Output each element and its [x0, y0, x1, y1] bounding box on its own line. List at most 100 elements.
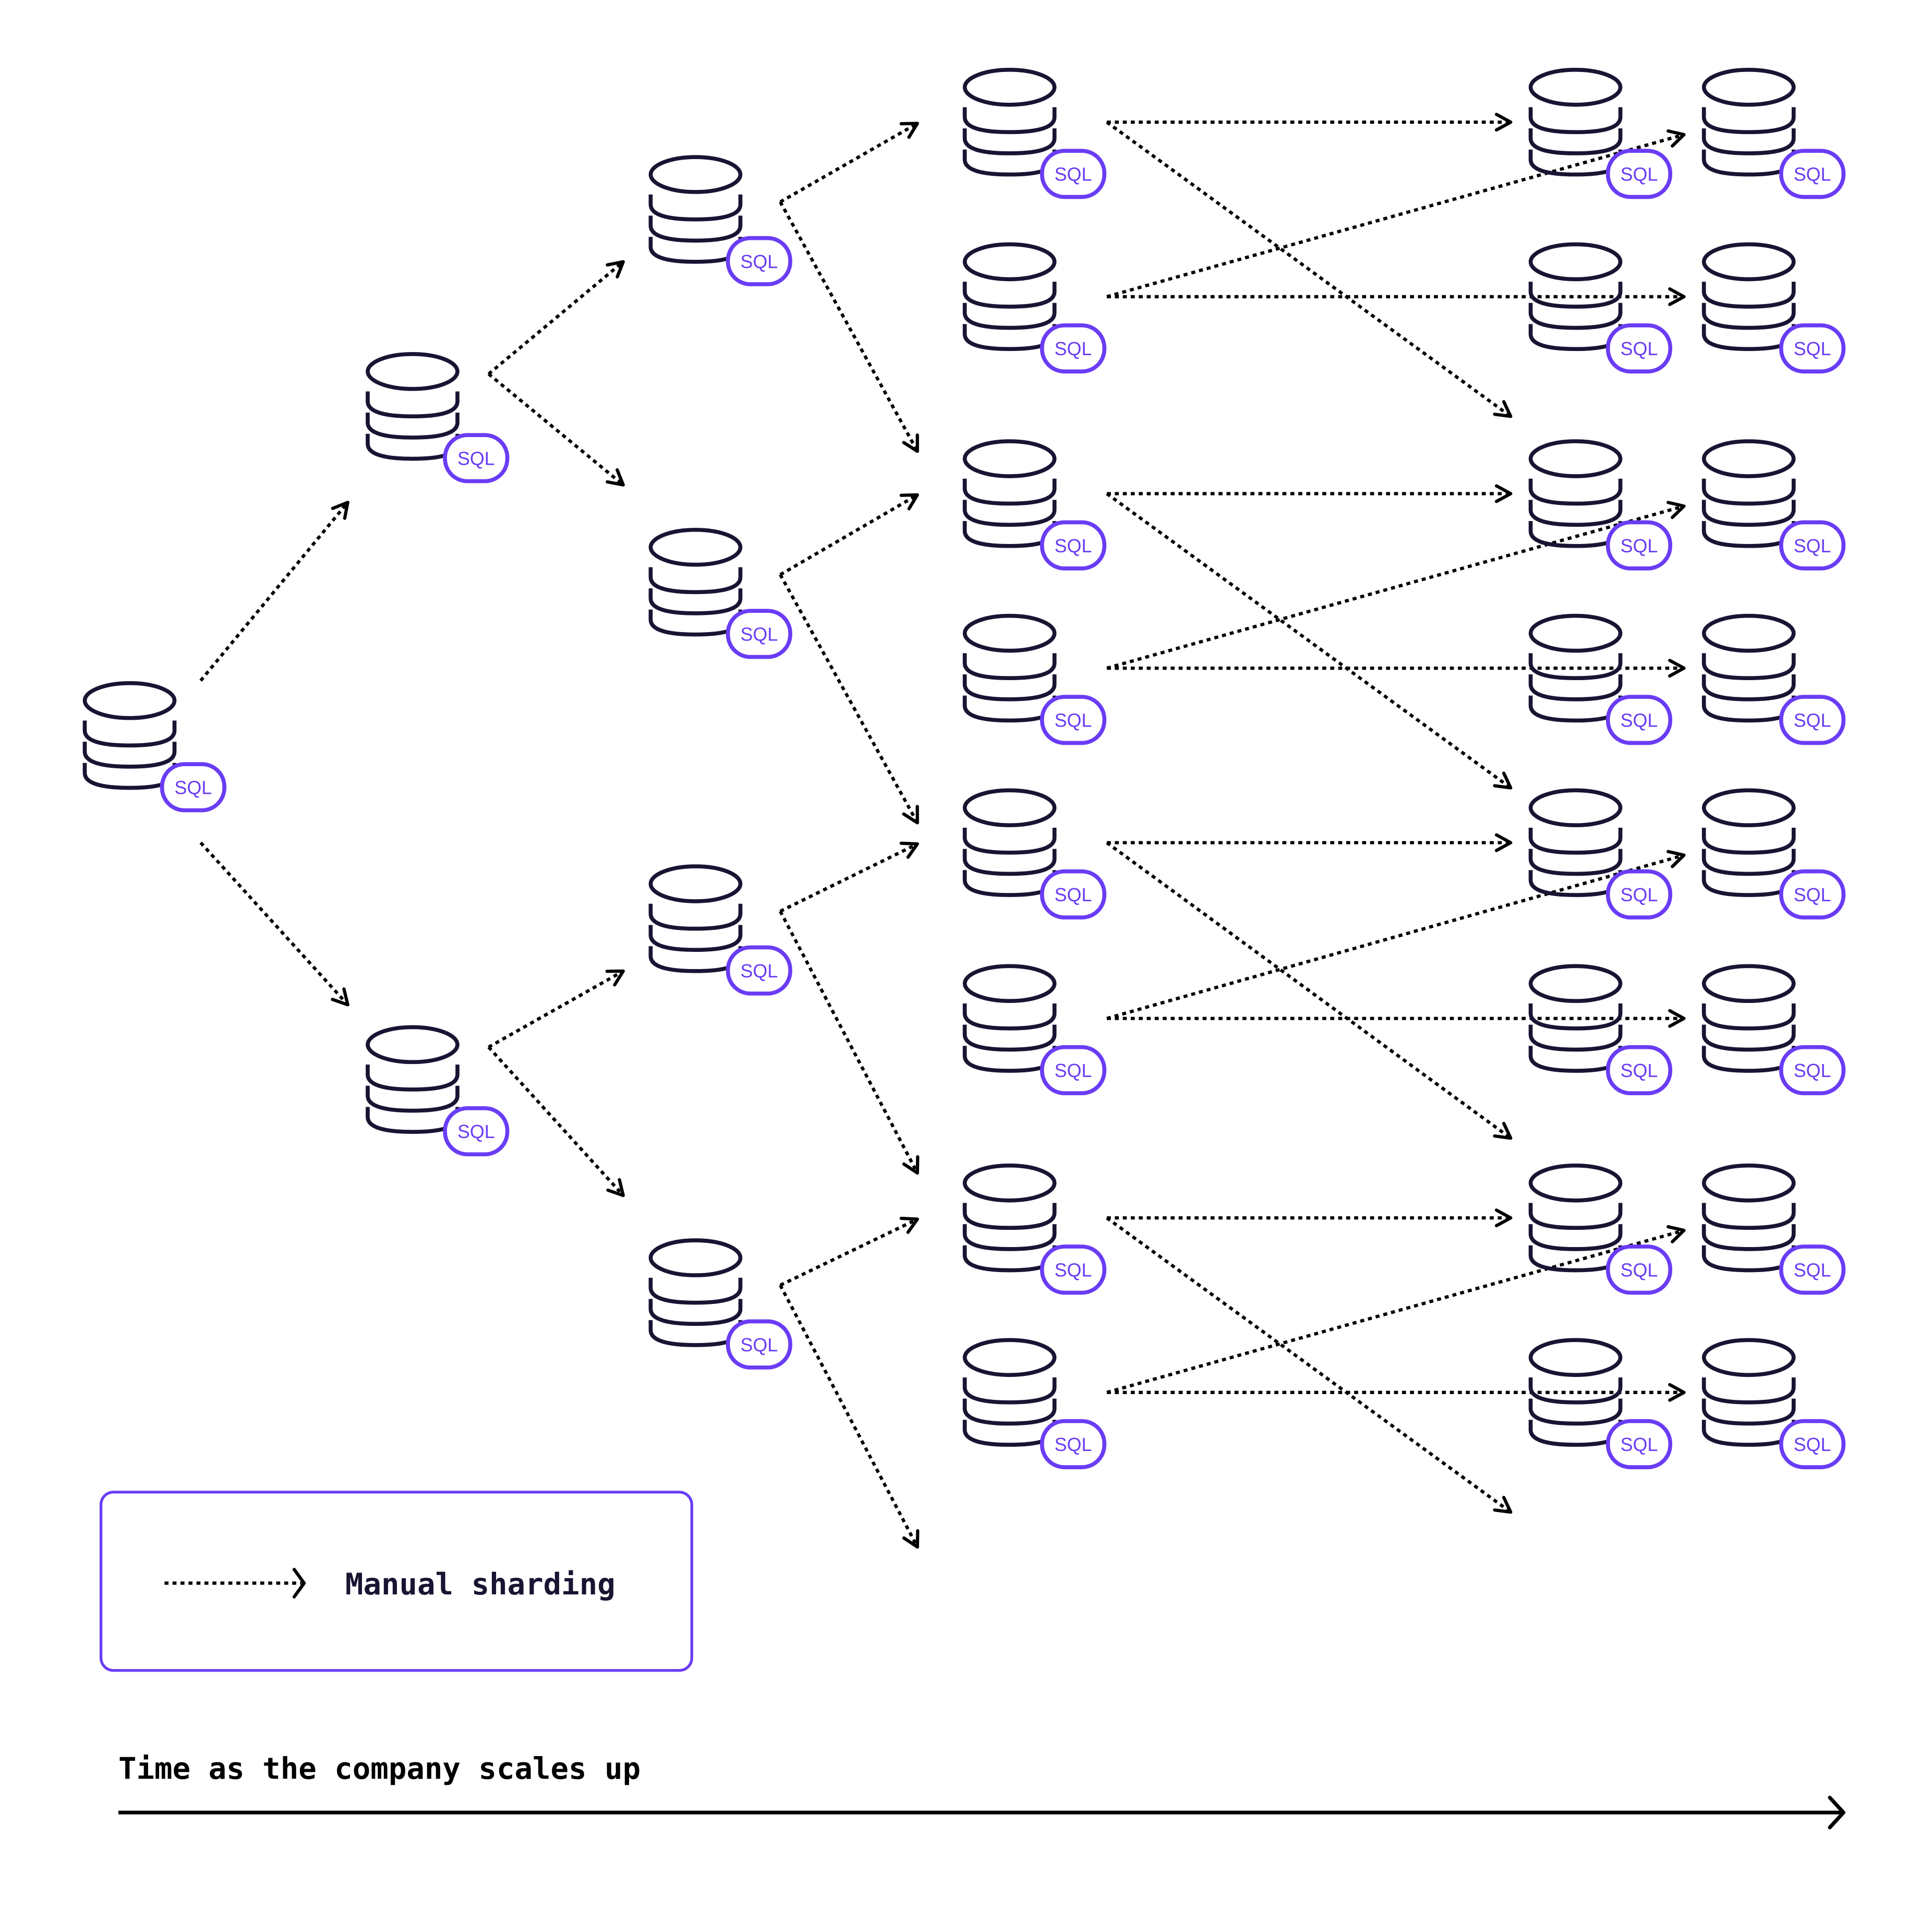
sql-badge-label: SQL	[1794, 885, 1831, 905]
sharding-arrow	[1107, 484, 1513, 503]
sharding-arrow	[1107, 113, 1513, 132]
sql-badge-label: SQL	[1621, 164, 1658, 185]
sql-badge: SQL	[443, 433, 510, 483]
database-icon	[1528, 613, 1623, 723]
arrowhead-icon	[899, 122, 919, 139]
arrowhead-icon	[1668, 1009, 1686, 1028]
arrowhead-icon	[1668, 1383, 1686, 1402]
sql-badge: SQL	[1040, 869, 1107, 920]
sql-badge-label: SQL	[1055, 885, 1092, 905]
sql-badge: SQL	[726, 945, 792, 996]
database-icon	[962, 964, 1057, 1073]
arrowhead-icon	[1493, 1121, 1513, 1140]
database-node: SQL	[962, 439, 1107, 571]
sharding-arrow	[1107, 287, 1686, 306]
sql-badge: SQL	[726, 609, 792, 659]
sql-badge: SQL	[1779, 695, 1846, 745]
database-icon	[366, 352, 460, 461]
arrowhead-icon	[331, 987, 349, 1007]
arrowhead-icon	[899, 841, 919, 859]
arrowhead-icon	[902, 433, 919, 453]
database-node: SQL	[1528, 964, 1672, 1095]
arrowhead-icon	[1493, 1495, 1513, 1514]
sql-badge: SQL	[1605, 1419, 1672, 1469]
legend-label: Manual sharding	[345, 1567, 615, 1602]
sql-badge: SQL	[1040, 149, 1107, 199]
sharding-arrow	[779, 201, 919, 453]
database-node: SQL	[962, 788, 1107, 920]
database-node: SQL	[1528, 1163, 1672, 1295]
sharding-arrow	[1107, 659, 1686, 678]
sql-badge: SQL	[1605, 149, 1672, 199]
sql-badge-label: SQL	[1055, 164, 1092, 185]
arrowhead-icon	[1668, 659, 1686, 678]
database-node: SQL	[366, 1025, 510, 1157]
sql-badge-label: SQL	[1794, 536, 1831, 557]
database-icon	[962, 613, 1057, 723]
database-icon	[1528, 964, 1623, 1073]
database-node: SQL	[962, 613, 1107, 745]
sharding-arrow	[1106, 501, 1686, 670]
arrowhead-icon	[902, 1155, 920, 1175]
sharding-arrow	[487, 1046, 625, 1198]
sql-badge: SQL	[1779, 869, 1846, 920]
database-icon	[962, 788, 1057, 897]
database-node: SQL	[1528, 242, 1672, 374]
database-node: SQL	[962, 1163, 1107, 1295]
sharding-arrow	[488, 969, 625, 1049]
sql-badge: SQL	[1040, 695, 1107, 745]
database-node: SQL	[1701, 1338, 1846, 1469]
sharding-arrow	[1107, 1009, 1686, 1028]
database-icon	[962, 1163, 1057, 1273]
sharding-arrow	[1106, 492, 1513, 790]
database-icon	[962, 242, 1057, 352]
legend-box	[99, 1491, 693, 1672]
sql-badge-label: SQL	[1055, 536, 1092, 557]
sql-badge: SQL	[1779, 323, 1846, 374]
sharding-arrow	[779, 910, 920, 1175]
sql-badge-label: SQL	[1055, 1060, 1092, 1081]
database-node: SQL	[1528, 788, 1672, 920]
database-icon	[82, 681, 177, 790]
sql-badge-label: SQL	[1794, 164, 1831, 185]
sql-badge: SQL	[1779, 1045, 1846, 1095]
sql-badge: SQL	[1779, 520, 1846, 571]
sql-badge-label: SQL	[1621, 1434, 1658, 1455]
legend: Manual sharding	[99, 1491, 693, 1672]
database-icon	[1528, 242, 1623, 352]
database-icon	[648, 155, 743, 264]
database-icon	[962, 68, 1057, 177]
sql-badge-label: SQL	[1621, 710, 1658, 731]
sql-badge: SQL	[1040, 1244, 1107, 1295]
sql-badge: SQL	[1040, 323, 1107, 374]
arrowhead-icon	[331, 501, 349, 520]
sharding-arrow	[779, 574, 919, 825]
sql-badge: SQL	[1040, 520, 1107, 571]
sql-badge: SQL	[726, 1319, 792, 1370]
database-icon	[1701, 1163, 1796, 1273]
sql-badge-label: SQL	[1055, 1260, 1092, 1280]
database-icon	[1701, 439, 1796, 548]
sharding-arrow	[779, 841, 919, 913]
sharding-arrow	[199, 501, 349, 682]
sql-badge-label: SQL	[1055, 1434, 1092, 1455]
arrowhead-icon	[1667, 129, 1686, 148]
axis-arrowhead-icon	[1828, 1795, 1845, 1830]
database-node: SQL	[82, 681, 226, 813]
sharding-arrow	[1107, 1383, 1686, 1402]
sharding-arrow	[779, 122, 919, 203]
sql-badge: SQL	[1779, 1419, 1846, 1469]
sharding-arrow	[1106, 129, 1686, 298]
database-node: SQL	[1701, 613, 1846, 745]
sql-badge: SQL	[1605, 520, 1672, 571]
axis-label: Time as the company scales up	[118, 1751, 641, 1786]
sharding-arrow	[779, 1284, 920, 1549]
database-icon	[1701, 242, 1796, 352]
sharding-arrow	[1106, 120, 1513, 418]
database-node: SQL	[1701, 1163, 1846, 1295]
arrowhead-icon	[605, 969, 625, 987]
sql-badge: SQL	[1040, 1045, 1107, 1095]
sharding-arrow	[1106, 1216, 1513, 1514]
database-icon	[1701, 788, 1796, 897]
